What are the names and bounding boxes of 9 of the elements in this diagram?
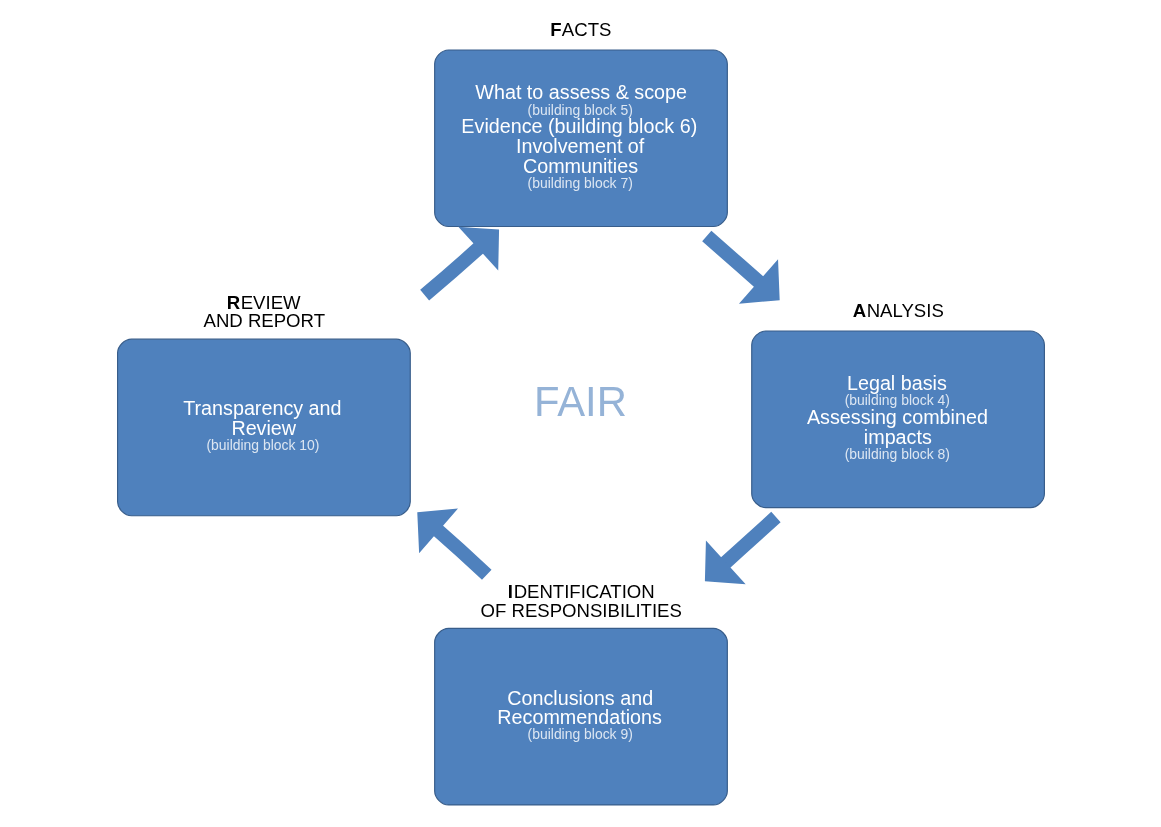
arrow bbox=[701, 230, 780, 304]
arrow bbox=[416, 508, 492, 580]
node-label: IDENTIFICATION OF RESPONSIBILITIES bbox=[480, 580, 682, 621]
arrow bbox=[419, 226, 499, 301]
node-label: ANALYSIS bbox=[852, 299, 944, 321]
arrow bbox=[704, 511, 781, 585]
node-label: REVIEW AND REPORT bbox=[203, 291, 325, 332]
label: FAIR bbox=[533, 377, 627, 425]
node-label: FACTS bbox=[549, 18, 611, 40]
